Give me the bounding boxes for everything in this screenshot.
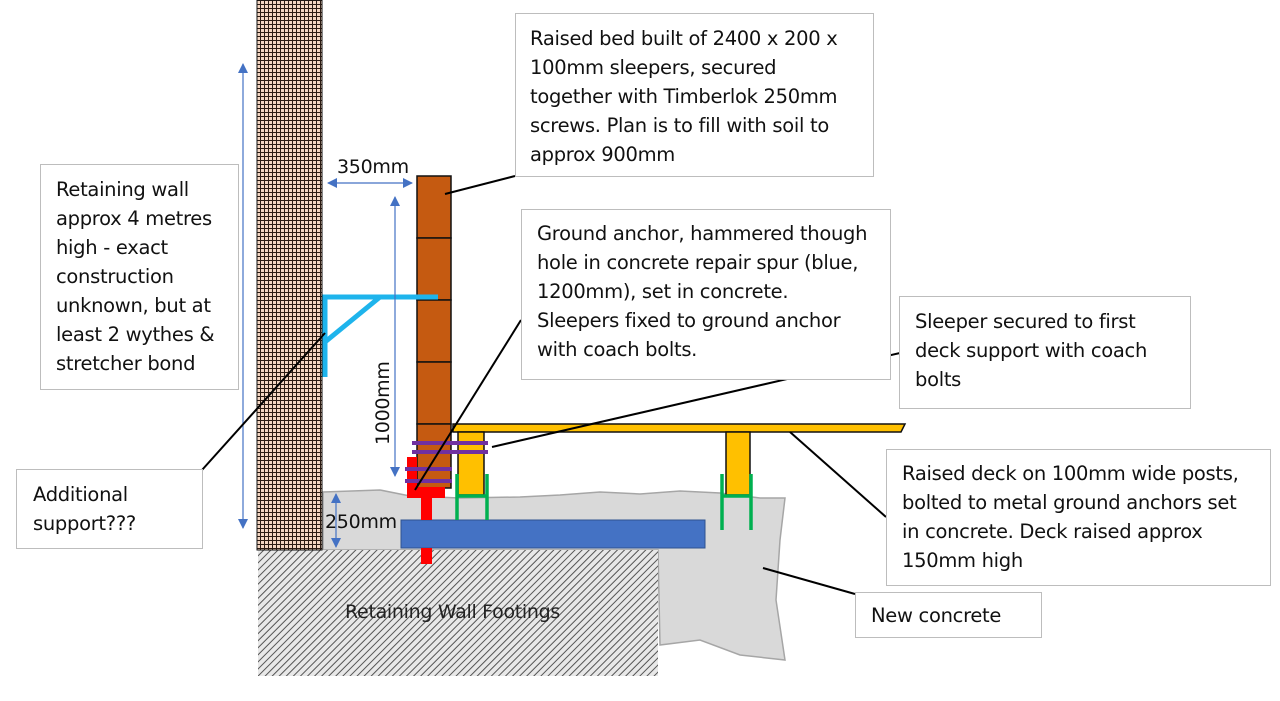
note-additional-support: Additional support??? bbox=[16, 469, 203, 549]
retaining-wall-footings bbox=[258, 550, 658, 676]
deck-post bbox=[725, 431, 751, 496]
note-ground-anchor: Ground anchor, hammered though hole in c… bbox=[521, 209, 891, 380]
concrete-repair-spur bbox=[400, 519, 706, 549]
retaining-wall bbox=[256, 0, 323, 551]
sleeper-ground-anchor bbox=[407, 457, 445, 564]
leader-additional-support bbox=[201, 332, 326, 471]
bed-height-label: 1000mm bbox=[372, 361, 394, 445]
sleeper bbox=[416, 361, 452, 425]
note-retaining-wall: Retaining wall approx 4 metres high - ex… bbox=[40, 164, 239, 390]
dimension-arrows bbox=[238, 63, 413, 548]
sleeper bbox=[416, 299, 452, 363]
note-new-concrete: New concrete bbox=[855, 592, 1042, 638]
leader-new-concrete bbox=[762, 567, 856, 595]
note-raised-deck: Raised deck on 100mm wide posts, bolted … bbox=[886, 449, 1271, 586]
leader-raised-deck bbox=[789, 431, 887, 518]
raised-deck bbox=[452, 423, 907, 496]
footings-label: Retaining Wall Footings bbox=[345, 601, 561, 623]
wall-bracket bbox=[322, 294, 438, 377]
leader-ground-anchor bbox=[414, 319, 522, 491]
sleeper bbox=[416, 237, 452, 301]
gap-width-label: 350mm bbox=[337, 156, 409, 178]
raised-bed-sleepers bbox=[416, 175, 452, 489]
sleeper bbox=[416, 175, 452, 239]
note-raised-bed: Raised bed built of 2400 x 200 x 100mm s… bbox=[515, 13, 874, 177]
deck-ground-anchors bbox=[455, 474, 753, 530]
concrete-depth-label: 250mm bbox=[325, 511, 397, 533]
leader-raised-bed bbox=[444, 175, 516, 195]
note-sleeper-secured: Sleeper secured to first deck support wi… bbox=[899, 296, 1191, 409]
